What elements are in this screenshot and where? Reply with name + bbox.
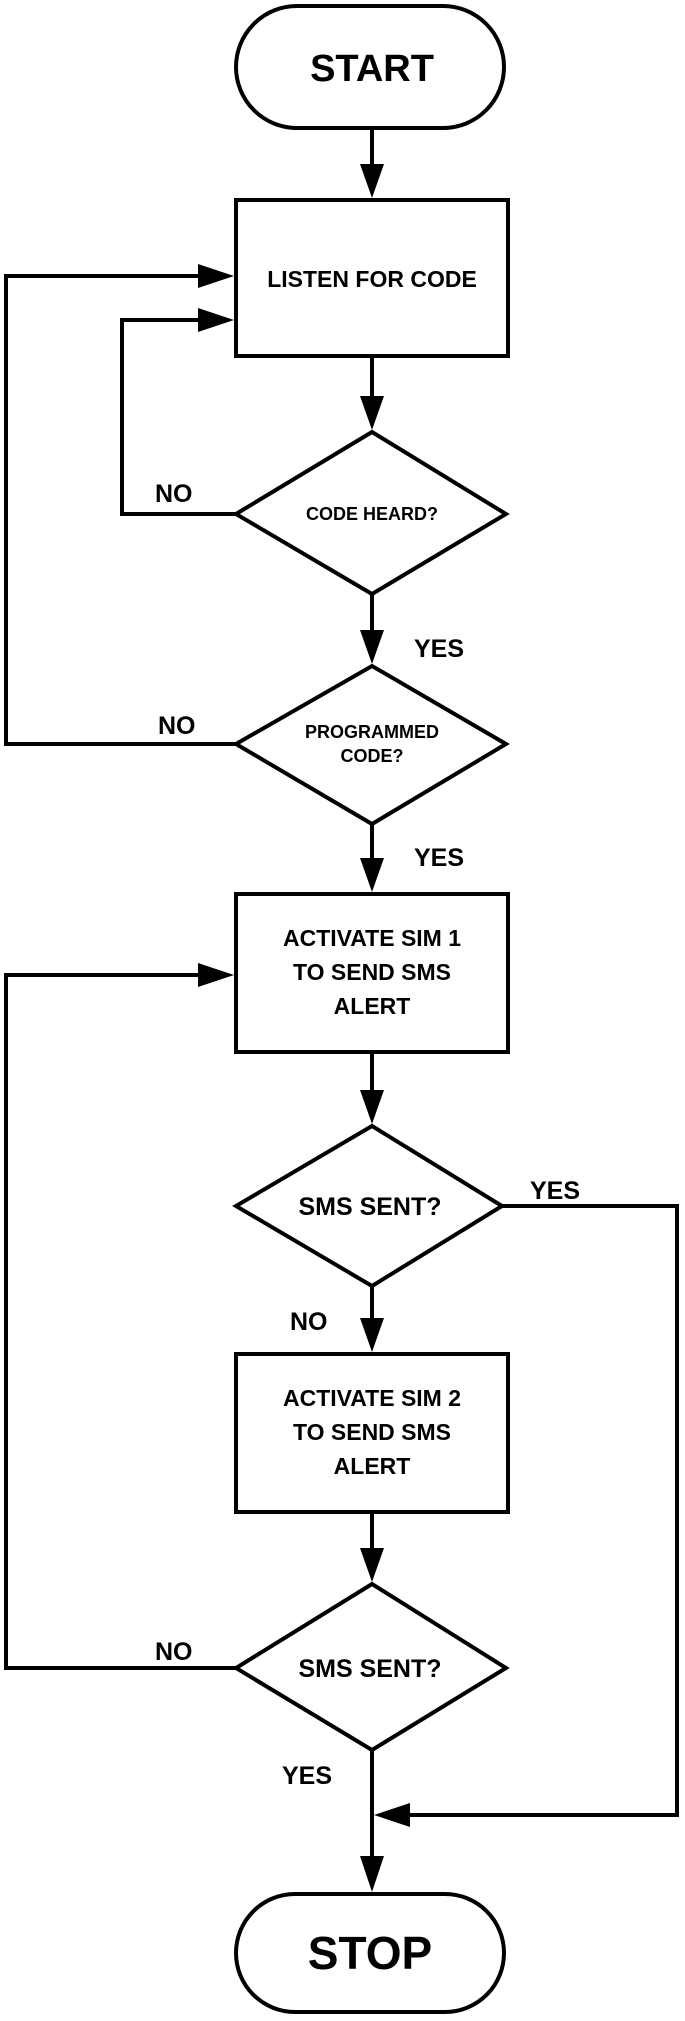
start-terminal <box>234 4 506 130</box>
arrowhead-down-listen <box>360 164 384 198</box>
sim1-process-box <box>234 892 510 1054</box>
sim2-label-line-2: TO SEND SMS <box>293 1419 451 1445</box>
sms2-yes-label: YES <box>282 1762 332 1790</box>
arrowhead-down-sms1 <box>360 1090 384 1124</box>
connector-sms1-yes-path <box>405 1204 679 1817</box>
sim1-label-line-2: TO SEND SMS <box>293 959 451 985</box>
arrowhead-down-programmed <box>360 630 384 664</box>
start-label: START <box>310 48 434 90</box>
code-heard-label: CODE HEARD? <box>306 504 438 524</box>
arrowhead-right-listen-inner <box>198 308 234 332</box>
sms1-yes-label: YES <box>530 1177 580 1205</box>
connectors <box>4 128 679 1856</box>
shape-text: START LISTEN FOR CODE CODE HEARD? PROGRA… <box>267 48 477 1979</box>
arrowhead-down-code-heard <box>360 396 384 430</box>
sms-sent-2-decision <box>232 1581 510 1753</box>
connector-programmed-no-loop <box>4 274 236 746</box>
listen-process-box <box>234 198 510 358</box>
programmed-yes-label: YES <box>414 844 464 872</box>
sms2-no-label: NO <box>155 1638 193 1666</box>
sim2-label-line-1: ACTIVATE SIM 2 <box>283 1385 461 1411</box>
arrowhead-left-stop-merge <box>374 1803 410 1827</box>
sim2-label-line-3: ALERT <box>334 1453 411 1479</box>
programmed-no-label: NO <box>158 712 196 740</box>
programmed-code-label-line-1: PROGRAMMED <box>305 722 439 742</box>
sim1-label-line-1: ACTIVATE SIM 1 <box>283 925 461 951</box>
arrowhead-right-sim1 <box>198 963 234 987</box>
arrowheads <box>198 164 410 1892</box>
sim1-label-line-3: ALERT <box>334 993 411 1019</box>
listen-label: LISTEN FOR CODE <box>267 266 477 292</box>
code-heard-no-label: NO <box>155 480 193 508</box>
connector-code-heard-no-loop <box>120 318 236 516</box>
stop-terminal <box>234 1892 506 2014</box>
programmed-code-decision <box>232 663 510 827</box>
sms-sent-1-label: SMS SENT? <box>298 1193 441 1221</box>
arrowhead-right-listen-outer <box>198 264 234 288</box>
sms-sent-2-label: SMS SENT? <box>298 1655 441 1683</box>
arrowhead-down-sms2 <box>360 1548 384 1582</box>
shapes <box>232 4 510 2014</box>
sms-sent-1-decision <box>232 1123 506 1289</box>
arrowhead-down-sim2 <box>360 1318 384 1352</box>
sms1-no-label: NO <box>290 1308 328 1336</box>
code-heard-yes-label: YES <box>414 635 464 663</box>
arrowhead-down-sim1 <box>360 858 384 892</box>
code-heard-decision <box>232 429 510 597</box>
branch-labels: NO YES NO YES YES NO NO YES <box>155 480 580 1790</box>
connector-sms2-no-loop <box>4 973 236 1670</box>
programmed-code-label-line-2: CODE? <box>341 746 404 766</box>
stop-label: STOP <box>308 1927 432 1979</box>
sim2-process-box <box>234 1352 510 1514</box>
arrowhead-down-stop <box>360 1856 384 1892</box>
